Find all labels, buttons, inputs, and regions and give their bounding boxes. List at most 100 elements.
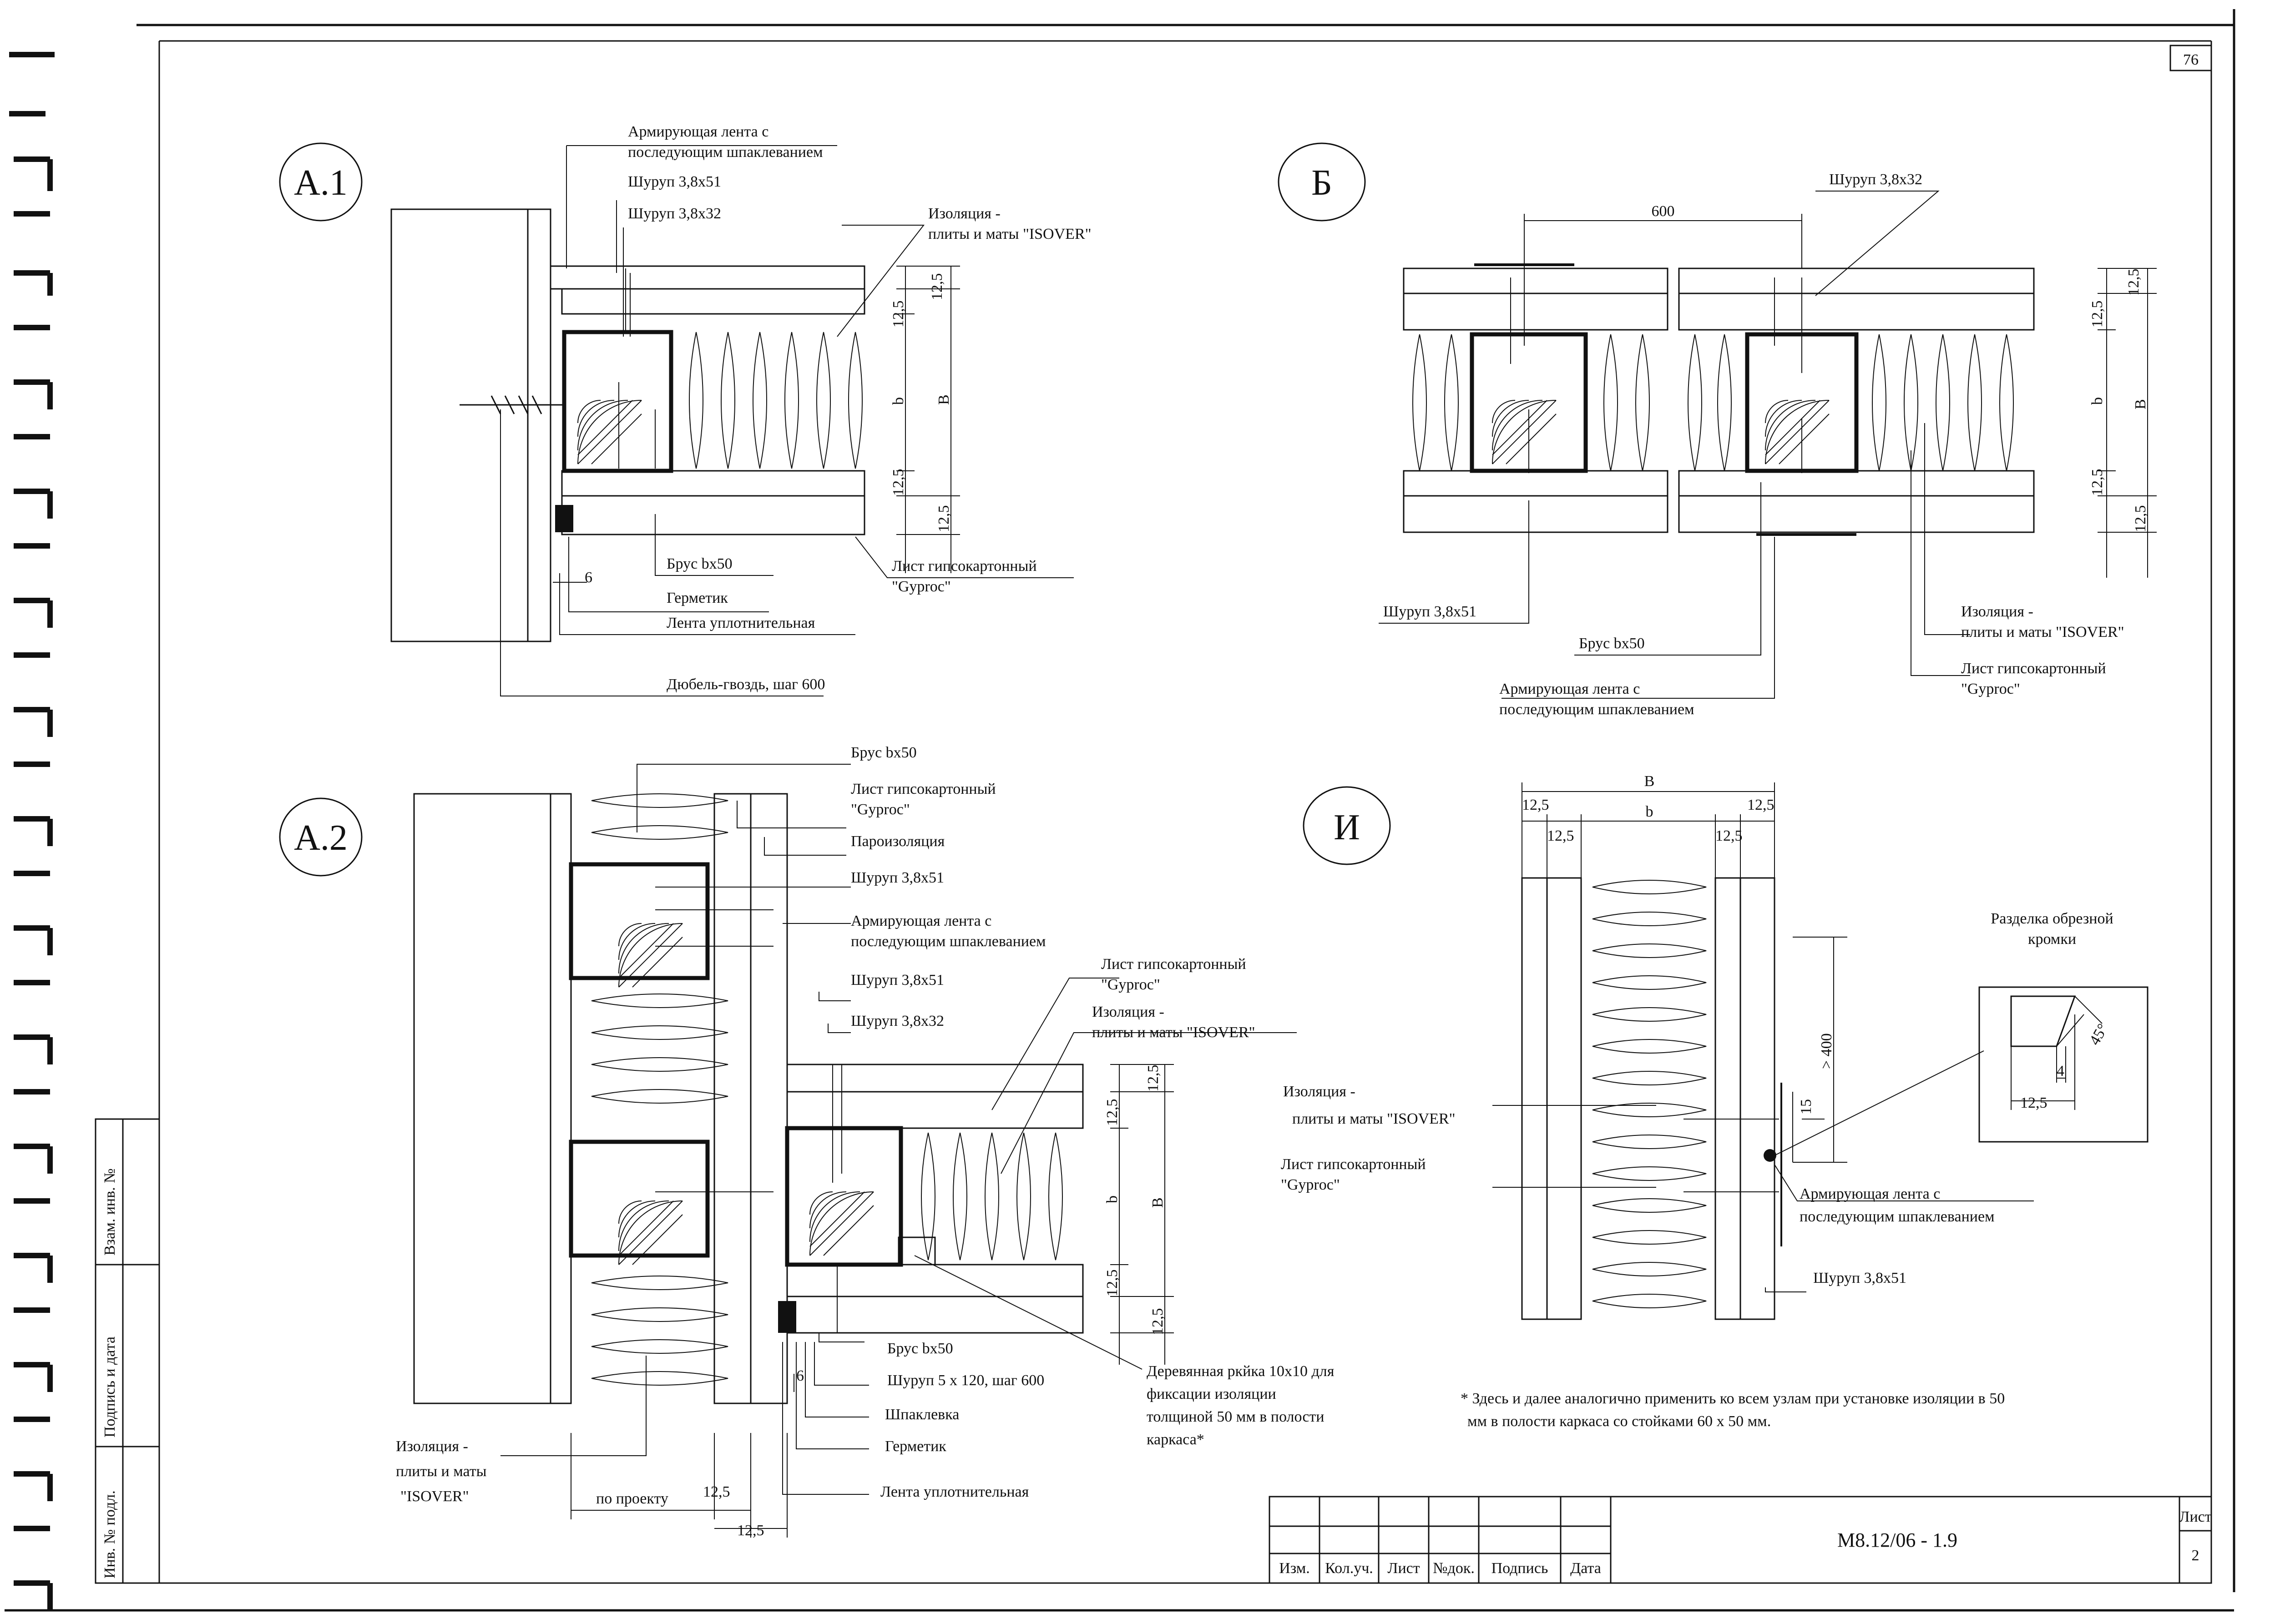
a1-label-gk2: "Gyproc" xyxy=(892,578,951,595)
i-label-tape1: Армирующая лента с xyxy=(1800,1185,1940,1202)
i-dim-b: b xyxy=(1646,803,1653,820)
i-dim-l2: 12,5 xyxy=(1547,827,1574,844)
a2-label-tape1: Армирующая лента с xyxy=(851,913,991,929)
i-label-screw51: Шуруп 3,8х51 xyxy=(1813,1270,1906,1286)
a2-by-project: по проекту xyxy=(596,1490,668,1507)
a2-label-iso2: плиты и маты xyxy=(396,1463,487,1480)
detail-i-tag: И xyxy=(1334,807,1360,847)
a2-dim-bot1: 12,5 xyxy=(703,1483,730,1500)
a2-label-gk1b: Лист гипсокартонный xyxy=(1101,956,1246,973)
a2-label-beam2: Брус bх50 xyxy=(887,1340,953,1357)
a1-label-sealant: Герметик xyxy=(667,590,728,606)
b-dim-B: B xyxy=(2132,399,2149,409)
i-dim-angle: 45° xyxy=(2086,1021,2112,1048)
a2-label-rail4: каркаса* xyxy=(1147,1431,1204,1448)
stamp-col-count: Кол.уч. xyxy=(1325,1560,1373,1577)
a2-label-gk2b: "Gyproc" xyxy=(1101,976,1160,993)
i-dim-e4: 4 xyxy=(2057,1063,2064,1079)
stamp-signature-date: Подпись и дата xyxy=(101,1337,118,1437)
a1-label-iso2: плиты и маты "ISOVER" xyxy=(928,226,1092,242)
a1-dim-1: 12,5 xyxy=(929,273,945,301)
stamp-col-date: Дата xyxy=(1570,1560,1601,1577)
i-dim-l1: 12,5 xyxy=(1522,797,1549,813)
stamp-orig-inv: Инв. № подл. xyxy=(101,1490,118,1579)
a2-label-iso1b: Изоляция - xyxy=(1092,1004,1164,1020)
i-label-edge1: Разделка обрезной xyxy=(1991,910,2113,927)
a2-dim-1: 12,5 xyxy=(1145,1065,1162,1092)
a1-dim-2: 12,5 xyxy=(890,301,907,328)
document-code: М8.12/06 - 1.9 xyxy=(1837,1529,1957,1551)
detail-b-tag: Б xyxy=(1311,163,1332,203)
a2-dimensions: по проекту 12,5 12,5 6 12,5 12,5 b B 12,… xyxy=(571,1064,1174,1539)
a2-label-screw5: Шуруп 5 х 120, шаг 600 xyxy=(887,1372,1044,1389)
detail-a1: А.1 Армирующая лента с последу xyxy=(279,123,1092,696)
sheet-label: Лист xyxy=(2179,1508,2211,1525)
sheet-number: 2 xyxy=(2192,1547,2199,1564)
b-dim-2: 12,5 xyxy=(2089,301,2106,328)
b-dim-b: b xyxy=(2089,397,2106,405)
page-number: 76 xyxy=(2183,51,2199,68)
a1-dimensions: 12,5 12,5 b B 12,5 12,5 6 xyxy=(553,266,960,586)
a2-label-screw51b: Шуруп 3,8х51 xyxy=(851,972,944,989)
a2-dim-4: 12,5 xyxy=(1149,1308,1166,1336)
a1-label-tape2: последующим шпаклеванием xyxy=(628,144,823,161)
footnote: * Здесь и далее аналогично применить ко … xyxy=(1461,1390,2005,1430)
a2-dim-bot2: 12,5 xyxy=(737,1522,764,1539)
i-label-edge2: кромки xyxy=(2028,931,2076,948)
b-dim-3: 12,5 xyxy=(2089,469,2106,496)
a2-dim-3: 12,5 xyxy=(1104,1270,1121,1297)
i-label-gk1: Лист гипсокартонный xyxy=(1281,1156,1426,1173)
a2-label-putty: Шпаклевка xyxy=(885,1406,959,1423)
a1-label-iso1: Изоляция - xyxy=(928,205,1001,222)
detail-a1-insulation xyxy=(689,332,863,469)
stamp-col-signature: Подпись xyxy=(1491,1560,1548,1577)
detail-a1-tag: А.1 xyxy=(294,163,348,203)
a1-dim-B: B xyxy=(935,394,952,405)
b-label-iso2: плиты и маты "ISOVER" xyxy=(1961,624,2124,641)
b-dim-1: 12,5 xyxy=(2125,269,2142,296)
a1-label-seal-tape: Лента уплотнительная xyxy=(667,615,815,631)
i-dim-over: > 400 xyxy=(1818,1033,1835,1069)
a2-label-sealant: Герметик xyxy=(885,1438,946,1455)
a2-label-gk1: Лист гипсокартонный xyxy=(851,781,996,797)
a2-label-beam: Брус bх50 xyxy=(851,744,917,761)
a1-label-beam: Брус bх50 xyxy=(667,555,733,572)
i-dim-e125: 12,5 xyxy=(2020,1094,2048,1111)
b-label-gk2: "Gyproc" xyxy=(1961,681,2020,697)
b-dim-spacing: 600 xyxy=(1652,203,1675,220)
a1-dim-3: 12,5 xyxy=(890,469,907,496)
a2-dim-2: 12,5 xyxy=(1104,1099,1121,1126)
b-label-beam: Брус bх50 xyxy=(1579,635,1645,652)
a2-label-rail1: Деревянная ркйка 10х10 для xyxy=(1147,1363,1335,1380)
a2-label-rail3: толщиной 50 мм в полости xyxy=(1147,1408,1325,1425)
a2-dim-b: b xyxy=(1104,1195,1121,1203)
a2-label-screw32: Шуруп 3,8х32 xyxy=(851,1013,944,1029)
a1-label-screw51: Шуруп 3,8х51 xyxy=(628,173,721,190)
b-label-iso1: Изоляция - xyxy=(1961,603,2033,620)
stamp-col-doc: №док. xyxy=(1433,1560,1475,1577)
detail-a2: А.2 Бр xyxy=(279,744,1335,1539)
footnote-line2: мм в полости каркаса со стойками 60 х 50… xyxy=(1467,1413,1771,1430)
a1-label-screw32: Шуруп 3,8х32 xyxy=(628,205,721,222)
stamp-col-sheet: Лист xyxy=(1387,1560,1420,1577)
a1-label-dowel: Дюбель-гвоздь, шаг 600 xyxy=(667,676,825,693)
a2-label-iso2b: плиты и маты "ISOVER" xyxy=(1092,1024,1255,1041)
binding-marks xyxy=(9,52,55,1610)
a1-dim-b: b xyxy=(890,397,907,405)
i-dim-r1: 12,5 xyxy=(1747,797,1774,813)
detail-a2-tag: А.2 xyxy=(294,818,348,858)
title-block: Изм. Кол.уч. Лист №док. Подпись Дата М8.… xyxy=(1269,1496,2212,1584)
detail-i: И B b 12,5 12,5 12,5 12,5 > 400 15 Изоля… xyxy=(1281,773,2149,1320)
a2-label-iso3: "ISOVER" xyxy=(400,1488,469,1505)
a2-label-seal-tape: Лента уплотнительная xyxy=(880,1483,1029,1500)
i-dim-15: 15 xyxy=(1798,1099,1815,1115)
a2-dim-gap: 6 xyxy=(796,1367,804,1384)
a2-label-rail2: фиксации изоляции xyxy=(1147,1386,1276,1402)
b-label-tape2: последующим шпаклеванием xyxy=(1499,701,1694,718)
a2-label-tape2: последующим шпаклеванием xyxy=(851,933,1046,950)
b-label-screw51: Шуруп 3,8х51 xyxy=(1383,603,1476,620)
a1-label-tape1: Армирующая лента с xyxy=(628,123,768,140)
a1-dim-4: 12,5 xyxy=(935,505,952,533)
